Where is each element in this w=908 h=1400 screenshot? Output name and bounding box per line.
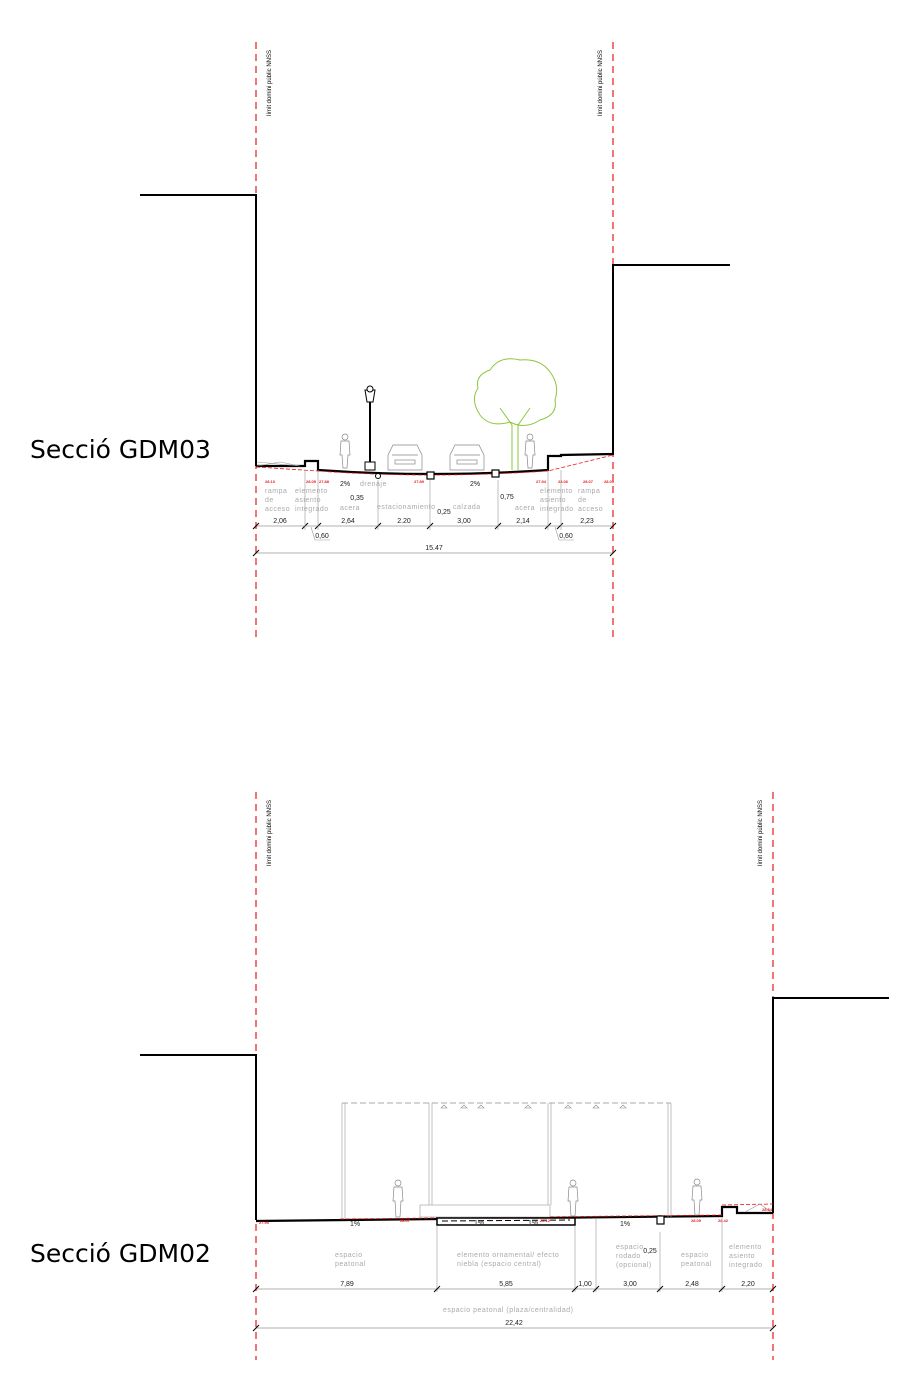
svg-text:0,60: 0,60 bbox=[315, 533, 329, 540]
slope-label: 1% bbox=[528, 1220, 538, 1227]
limit-label: límit domini públic NNSS bbox=[598, 50, 604, 116]
section-title: Secció GDM02 bbox=[30, 1239, 211, 1268]
limit-label: límit domini públic NNSS bbox=[267, 800, 273, 866]
svg-text:0,25: 0,25 bbox=[437, 509, 451, 516]
slope-label: 2% bbox=[470, 481, 480, 488]
ground-profile bbox=[256, 452, 614, 476]
svg-text:28.07: 28.07 bbox=[400, 1218, 411, 1223]
svg-text:acera: acera bbox=[340, 505, 360, 512]
drain-channel bbox=[426, 471, 435, 480]
dimension-chain: 7,89 5,85 1,00 3,00 2,48 2,20 0,25 espac… bbox=[252, 1217, 777, 1332]
svg-text:3,00: 3,00 bbox=[623, 1281, 637, 1288]
building-right bbox=[772, 997, 889, 1213]
svg-text:2,06: 2,06 bbox=[273, 518, 287, 525]
car-icon bbox=[387, 444, 423, 471]
building-left bbox=[140, 194, 257, 466]
slope-label: 1% bbox=[350, 1221, 360, 1228]
total-width: 15.47 bbox=[425, 545, 443, 552]
slope-label: 1% bbox=[474, 1220, 484, 1227]
drain-icon bbox=[375, 473, 381, 479]
person-icon bbox=[691, 1178, 703, 1216]
svg-text:2.20: 2.20 bbox=[397, 518, 411, 525]
svg-text:28.09: 28.09 bbox=[604, 479, 615, 484]
elevation-labels: 28.10 28.05 27.88 27.89 27.94 28.06 28.0… bbox=[265, 479, 615, 484]
person-icon bbox=[567, 1179, 579, 1217]
overall-zone-label: espacio peatonal (plaza/centralidad) bbox=[443, 1307, 573, 1314]
section-title: Secció GDM03 bbox=[30, 435, 211, 464]
tree-icon bbox=[474, 358, 558, 470]
section-gdm02: Secció GDM02 límit domini públic NNSS lí… bbox=[30, 792, 889, 1360]
svg-text:calzada: calzada bbox=[453, 504, 481, 511]
svg-text:1,00: 1,00 bbox=[578, 1281, 592, 1288]
svg-text:27.94: 27.94 bbox=[536, 479, 547, 484]
total-width: 22,42 bbox=[505, 1320, 523, 1327]
svg-text:5,85: 5,85 bbox=[499, 1281, 513, 1288]
ground-profile bbox=[255, 1205, 773, 1223]
svg-text:2,14: 2,14 bbox=[516, 518, 530, 525]
streetlamp-icon bbox=[364, 385, 376, 471]
svg-text:drenaje: drenaje bbox=[360, 481, 387, 488]
svg-text:28.05: 28.05 bbox=[306, 479, 317, 484]
svg-text:3,00: 3,00 bbox=[457, 518, 471, 525]
svg-text:2,64: 2,64 bbox=[341, 518, 355, 525]
svg-text:estacionamiento: estacionamiento bbox=[377, 504, 435, 511]
svg-text:0,60: 0,60 bbox=[559, 533, 573, 540]
mist-element-channel bbox=[436, 1217, 576, 1226]
svg-text:27.90: 27.90 bbox=[259, 1220, 270, 1225]
svg-text:0,25: 0,25 bbox=[643, 1248, 657, 1255]
dimension-chain: 2,06 2,64 2.20 3,00 2,14 2,23 0,35 0,25 … bbox=[252, 470, 617, 557]
pergola-structure bbox=[341, 1102, 672, 1219]
svg-text:28.09: 28.09 bbox=[691, 1218, 702, 1223]
svg-text:2,48: 2,48 bbox=[685, 1281, 699, 1288]
svg-text:28.12: 28.12 bbox=[540, 1218, 551, 1223]
person-icon bbox=[392, 1179, 404, 1218]
svg-text:28.10: 28.10 bbox=[265, 479, 276, 484]
slope-label: 2% bbox=[340, 481, 350, 488]
svg-text:acera: acera bbox=[515, 505, 535, 512]
svg-text:28.54: 28.54 bbox=[762, 1207, 773, 1212]
drain-channel bbox=[491, 469, 500, 478]
building-left bbox=[140, 1054, 257, 1220]
svg-text:27.88: 27.88 bbox=[319, 479, 330, 484]
bench bbox=[419, 1204, 551, 1218]
section-gdm03: Secció GDM03 límit domini públic NNSS lí… bbox=[30, 42, 730, 640]
svg-text:28.06: 28.06 bbox=[558, 479, 569, 484]
svg-text:28.42: 28.42 bbox=[718, 1218, 729, 1223]
person-icon bbox=[524, 433, 536, 469]
drain-channel bbox=[656, 1215, 665, 1225]
slope-label: 1% bbox=[620, 1221, 630, 1228]
svg-text:0,35: 0,35 bbox=[350, 495, 364, 502]
svg-text:0,75: 0,75 bbox=[500, 494, 514, 501]
limit-label: límit domini públic NNSS bbox=[267, 50, 273, 116]
svg-text:7,89: 7,89 bbox=[340, 1281, 354, 1288]
person-icon bbox=[339, 433, 351, 469]
svg-text:2,20: 2,20 bbox=[741, 1281, 755, 1288]
limit-label: límit domini públic NNSS bbox=[758, 800, 764, 866]
svg-text:2,23: 2,23 bbox=[580, 518, 594, 525]
svg-text:27.89: 27.89 bbox=[414, 479, 425, 484]
elevation-labels: 27.90 28.07 28.12 28.09 28.42 28.54 bbox=[259, 1207, 773, 1225]
svg-text:28.07: 28.07 bbox=[583, 479, 594, 484]
car-icon bbox=[449, 444, 485, 471]
building-right bbox=[612, 264, 730, 455]
